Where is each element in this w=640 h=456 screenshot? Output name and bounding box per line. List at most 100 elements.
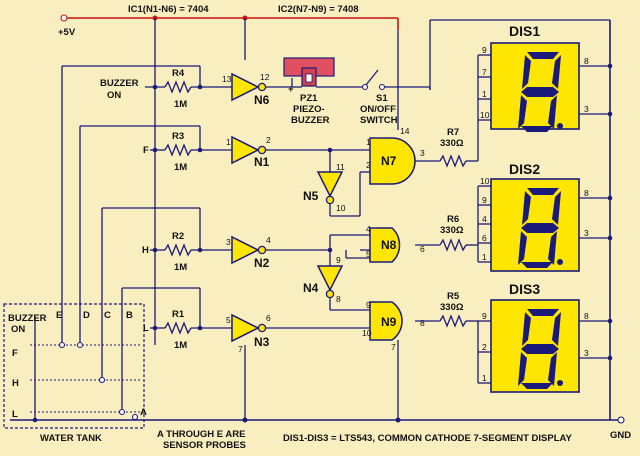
input-f-label: F [143, 145, 149, 156]
gate-n8-label: N8 [381, 238, 397, 252]
svg-text:1M: 1M [174, 162, 187, 173]
svg-text:10: 10 [362, 328, 372, 338]
onoff-switch [365, 69, 379, 86]
svg-text:A: A [140, 407, 147, 418]
svg-text:6: 6 [266, 313, 271, 323]
gate-n7 [369, 137, 416, 185]
svg-text:7: 7 [391, 342, 396, 352]
input-h-label: H [142, 245, 149, 256]
svg-text:8: 8 [584, 311, 589, 321]
gate-n2-label: N2 [254, 256, 270, 270]
svg-text:10: 10 [480, 110, 490, 120]
svg-text:10: 10 [480, 176, 490, 186]
svg-text:+: + [288, 84, 294, 95]
svg-text:9: 9 [482, 195, 487, 205]
svg-text:3: 3 [584, 228, 589, 238]
gate-n8 [369, 227, 401, 263]
svg-text:L: L [12, 409, 18, 420]
svg-text:8: 8 [584, 56, 589, 66]
svg-text:10: 10 [336, 203, 346, 213]
water-tank [3, 303, 145, 429]
svg-text:330Ω: 330Ω [440, 225, 464, 236]
svg-text:3: 3 [226, 237, 231, 247]
svg-text:3: 3 [584, 104, 589, 114]
svg-text:BUZZER: BUZZER [8, 313, 47, 324]
svg-text:5: 5 [366, 249, 371, 259]
gate-n4 [316, 265, 344, 292]
svg-text:8: 8 [336, 294, 341, 304]
gate-n6 [231, 72, 260, 102]
r4-name: R4 [172, 68, 185, 79]
svg-text:C: C [104, 310, 111, 321]
svg-text:3: 3 [584, 348, 589, 358]
buzzer-on-label: BUZZER [100, 78, 139, 89]
svg-text:2: 2 [482, 342, 487, 352]
svg-text:330Ω: 330Ω [440, 138, 464, 149]
svg-text:8: 8 [584, 188, 589, 198]
svg-text:6: 6 [482, 233, 487, 243]
gate-n3 [231, 313, 260, 343]
svg-text:5: 5 [226, 315, 231, 325]
svg-text:H: H [12, 378, 19, 389]
svg-text:1: 1 [482, 252, 487, 262]
svg-text:R1: R1 [172, 309, 185, 320]
gate-n3-label: N3 [254, 335, 270, 349]
svg-text:1: 1 [482, 89, 487, 99]
svg-text:12: 12 [260, 72, 270, 82]
svg-text:BUZZER: BUZZER [291, 115, 330, 126]
gate-n9-label: N9 [381, 315, 397, 329]
water-tank-label: WATER TANK [40, 433, 102, 444]
gnd-terminal [617, 416, 625, 424]
svg-text:13: 13 [222, 74, 232, 84]
svg-text:9: 9 [482, 311, 487, 321]
dis3-label: DIS3 [509, 281, 540, 297]
ic2-label: IC2(N7-N9) = 7408 [278, 4, 359, 15]
vcc-terminal [60, 14, 68, 22]
svg-text:B: B [126, 310, 133, 321]
dis1-label: DIS1 [509, 23, 540, 39]
gate-n1 [231, 135, 260, 165]
probes-note-1: A THROUGH E ARE [157, 429, 246, 440]
svg-text:6: 6 [420, 244, 425, 254]
svg-text:R7: R7 [447, 127, 459, 138]
dis2-label: DIS2 [509, 161, 540, 177]
svg-text:11: 11 [336, 162, 345, 172]
gate-n2 [231, 235, 260, 265]
gate-n4-label: N4 [303, 281, 319, 295]
svg-text:F: F [12, 348, 18, 359]
svg-text:330Ω: 330Ω [440, 302, 464, 313]
svg-text:1M: 1M [174, 340, 187, 351]
gate-n1-label: N1 [254, 155, 270, 169]
svg-text:8: 8 [420, 318, 425, 328]
svg-text:ON: ON [11, 324, 25, 335]
r4-value: 1M [174, 99, 187, 110]
svg-text:R6: R6 [447, 214, 459, 225]
svg-text:ON: ON [107, 90, 121, 101]
svg-text:PIEZO-: PIEZO- [293, 104, 325, 115]
svg-text:7: 7 [238, 344, 243, 354]
svg-text:4: 4 [266, 235, 271, 245]
svg-text:R5: R5 [447, 291, 460, 302]
svg-text:ON/OFF: ON/OFF [360, 104, 396, 115]
svg-text:E: E [56, 310, 62, 321]
display-note: DIS1-DIS3 = LTS543, COMMON CATHODE 7-SEG… [283, 433, 572, 444]
svg-text:SWITCH: SWITCH [360, 115, 398, 126]
svg-text:9: 9 [366, 300, 371, 310]
svg-text:S1: S1 [376, 93, 388, 104]
svg-text:1: 1 [226, 137, 231, 147]
gate-n5-label: N5 [303, 189, 319, 203]
gate-n9 [369, 301, 403, 341]
gate-n6-label: N6 [254, 93, 270, 107]
svg-text:7: 7 [482, 67, 487, 77]
svg-text:R3: R3 [172, 131, 184, 142]
svg-text:1M: 1M [174, 262, 187, 273]
svg-text:4: 4 [366, 224, 371, 234]
gate-n5 [316, 171, 344, 198]
svg-text:9: 9 [336, 255, 341, 265]
input-l-label: L [143, 323, 149, 334]
probes-note-2: SENSOR PROBES [163, 440, 246, 451]
svg-text:2: 2 [366, 160, 371, 170]
svg-text:R2: R2 [172, 231, 184, 242]
svg-text:4: 4 [482, 214, 487, 224]
